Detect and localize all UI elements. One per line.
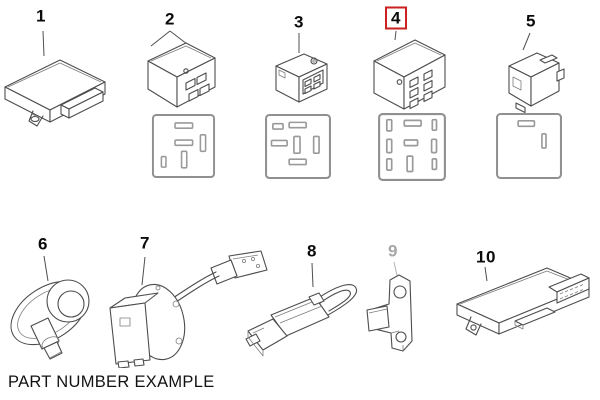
part-5-relay-drawing — [508, 52, 565, 114]
pin-slot — [288, 121, 307, 129]
part-label-1[interactable]: 1 — [36, 6, 46, 26]
part-2-pins — [185, 72, 210, 102]
pin-slot — [174, 122, 194, 129]
part-10-connector — [548, 273, 590, 304]
pin-slot — [406, 155, 414, 173]
part-6-switch-drawing — [10, 279, 90, 360]
part-1-control-module-drawing — [4, 59, 106, 127]
pin-slot — [541, 132, 547, 149]
part-9-bracket-drawing — [366, 274, 413, 352]
part-label-8[interactable]: 8 — [307, 241, 317, 261]
pin-slot — [403, 139, 419, 147]
part-4-pins — [409, 69, 433, 110]
pin-slot — [403, 119, 422, 127]
part-label-6[interactable]: 6 — [38, 234, 48, 254]
part-4-relay-drawing — [373, 39, 446, 110]
pin-slot — [272, 122, 284, 130]
pin-slot — [180, 150, 188, 169]
pin-slot — [517, 120, 536, 128]
part-label-5[interactable]: 5 — [526, 11, 536, 31]
pin-slot — [430, 138, 438, 154]
part-10-control-module-drawing — [456, 267, 590, 336]
pin-slot — [431, 158, 438, 171]
pin-slot — [199, 133, 207, 153]
caption-part-number-example: PART NUMBER EXAMPLE — [8, 373, 215, 391]
part-4-pin-diagram — [378, 113, 446, 181]
part-3-pin-diagram — [265, 114, 331, 179]
part-label-10[interactable]: 10 — [476, 247, 496, 267]
part-label-2[interactable]: 2 — [165, 9, 175, 29]
pin-slot — [312, 135, 320, 155]
pin-slot — [385, 118, 393, 132]
part-10-mounting-tab — [465, 316, 482, 336]
part-label-9-muted[interactable]: 9 — [388, 241, 398, 261]
part-8-prongs — [245, 318, 288, 357]
leader-line-1 — [42, 30, 45, 57]
part-label-7[interactable]: 7 — [140, 233, 150, 253]
pin-slot — [385, 158, 393, 171]
pin-slot — [293, 135, 301, 155]
pin-slot — [288, 158, 307, 166]
part-label-4-highlighted[interactable]: 4 — [385, 6, 407, 30]
part-5-pin-diagram — [496, 113, 562, 179]
part-3-pin-recess — [302, 69, 324, 95]
part-2-relay-drawing — [147, 42, 216, 108]
part-label-3[interactable]: 3 — [294, 12, 304, 32]
pin-slot — [431, 118, 438, 132]
part-1-connector — [60, 87, 104, 119]
part-7-connector — [210, 250, 268, 285]
part-8-jumper-plug-drawing — [245, 284, 358, 357]
pin-slot — [385, 138, 393, 154]
part-1-mounting-tab — [28, 110, 44, 127]
pin-slot — [270, 139, 288, 147]
pin-slot — [160, 155, 167, 168]
part-3-relay-drawing — [275, 53, 328, 103]
part-7-switch-body — [109, 292, 159, 368]
part-6-plunger — [30, 317, 63, 360]
part-7-switch-cable-drawing — [109, 250, 268, 368]
part-2-pin-diagram — [151, 113, 216, 179]
pin-slot — [174, 139, 194, 147]
